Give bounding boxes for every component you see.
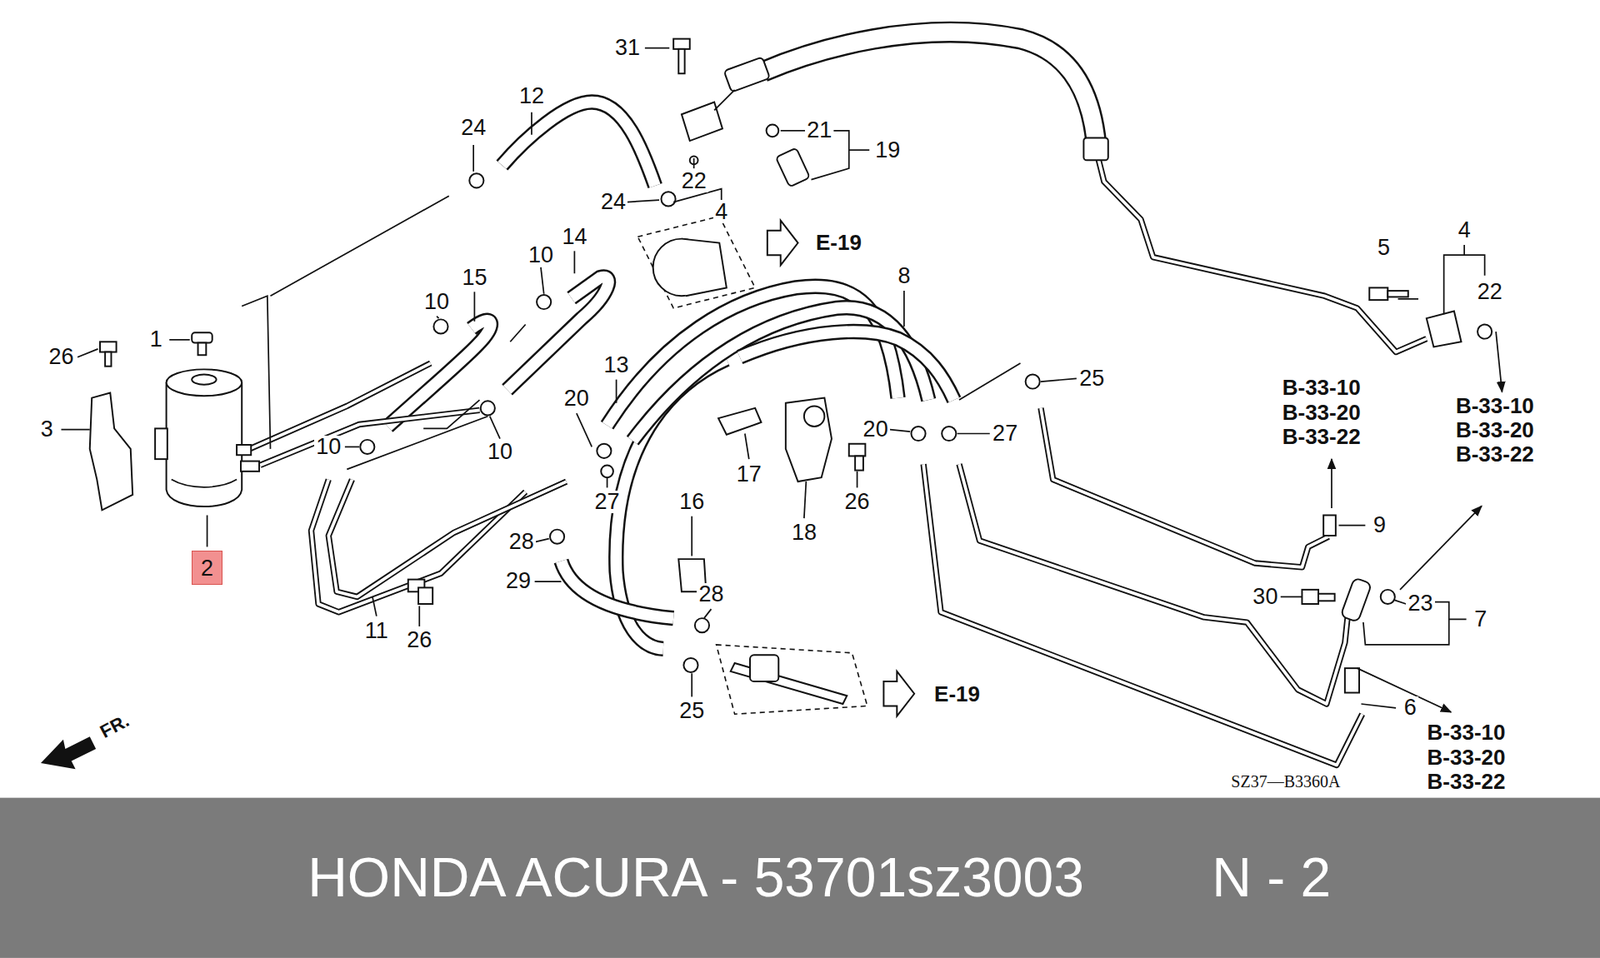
callout-number: 18 [790,521,819,545]
callout-number: 28 [507,530,536,554]
callout-number: 26 [46,345,75,369]
callout-number: 5 [1375,236,1392,260]
callout-number: 21 [805,119,834,142]
callout-number: 15 [460,266,489,290]
callout-number: 6 [1402,696,1419,720]
callout-number: 22 [1475,280,1505,304]
callout-number: 25 [1077,367,1106,390]
section-reference: E-19 [814,231,864,254]
diagram-code: SZ37—B3360A [1229,773,1342,790]
callout-number: 25 [677,700,706,723]
section-reference: E-19 [932,683,982,705]
callout-number: 24 [599,190,628,214]
callout-number: 14 [560,225,589,249]
callout-number: 27 [593,490,622,514]
callout-number: 20 [861,418,890,441]
callout-number: 26 [405,629,434,652]
callout-number: 10 [422,290,451,314]
callout-number: 9 [1371,514,1388,537]
callout-number: 17 [735,463,764,486]
callout-number: 23 [1405,592,1435,615]
callout-number: 4 [713,200,730,224]
callout-number: 4 [1456,219,1473,242]
callout-number: 19 [873,139,902,162]
section-reference: B-33-20 [1280,401,1363,424]
callout-number: 11 [363,620,390,643]
callout-number: 2 [200,557,214,580]
callout-number: 7 [1472,608,1489,631]
callout-number: 24 [459,116,488,140]
highlighted-callout: 2 [191,550,223,585]
section-reference: B-33-22 [1425,770,1508,793]
callout-number: 10 [485,440,515,464]
callout-number: 27 [990,422,1020,445]
callout-number: 29 [504,570,533,593]
footer-band: HONDA ACURA - 53701sz3003 N - 2 [0,798,1600,958]
callout-number: 22 [680,170,709,193]
section-reference: B-33-10 [1280,376,1363,399]
callout-number: 13 [602,354,631,377]
callout-number: 26 [843,490,872,514]
callout-number: 8 [895,265,912,288]
section-reference: B-33-10 [1454,395,1536,417]
footer-text: HONDA ACURA - 53701sz3003 [307,850,1085,905]
section-reference: B-33-22 [1280,425,1363,448]
callout-number: 10 [314,435,343,459]
callout-number: 12 [517,85,546,108]
callout-number: 30 [1250,585,1280,609]
callout-number: 10 [526,244,555,267]
section-reference: B-33-20 [1454,419,1536,441]
section-reference: B-33-20 [1425,746,1508,769]
direction-label: FR. [95,710,134,743]
callout-number: 1 [148,328,165,351]
callout-number: 3 [39,418,55,441]
section-reference: B-33-22 [1454,443,1536,465]
callout-number: 28 [696,583,725,606]
footer-text: N - 2 [1211,850,1331,905]
section-reference: B-33-10 [1425,721,1508,744]
callout-number: 16 [677,490,706,514]
callout-number: 20 [562,387,591,410]
callout-number: 31 [613,36,642,60]
